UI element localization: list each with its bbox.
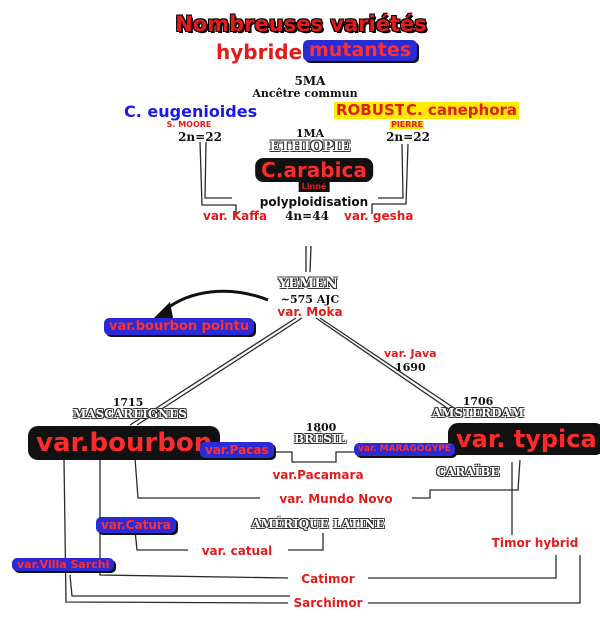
caraibe-label: CARAÏBE [436,465,500,479]
eugenioides-ploidy: 2n=22 [178,130,222,144]
yemen-label: YEMEN [278,276,338,292]
var-mundo-novo: var. Mundo Novo [279,492,393,506]
var-typica: var. typica [448,423,600,455]
arabica-ploidy: 4n=44 [285,209,329,223]
title-hybrides: hybrides [216,40,315,64]
eugenioides-name: C. eugenioides [124,102,258,121]
amerique-latine-label: AMÉRIQUE LATINE [251,517,385,531]
yemen-date: ~575 AJC [280,293,340,306]
mascareignes-label: MASCAREIGNES [73,407,187,421]
robusta-label: ROBUSTA [334,101,418,119]
title-line1: Nombreuses variétés [175,12,427,36]
canephora-ploidy: 2n=22 [386,130,430,144]
var-pacamara: var.Pacamara [272,468,364,482]
var-java: var. Java [384,347,437,360]
amsterdam-year: 1706 [462,395,494,408]
amsterdam-label: AMSTERDAM [431,406,525,420]
java-year: 1690 [395,361,426,374]
var-moka: var. Moka [277,305,343,319]
var-catual: var. catual [201,544,273,558]
title-mutantes: mutantes [303,40,418,61]
polyploidisation-label: polyploidisation [259,195,369,209]
eugenioides-author: S. MOORE [166,120,212,129]
var-bourbon-pointu: var.bourbon pointu [104,318,255,335]
var-villa-sarchi: var.Villa Sarchi [12,558,115,571]
catimor-label: Catimor [301,572,355,586]
ancestor-label: Ancêtre commun [252,87,358,100]
var-catura: var.Catura [96,517,176,533]
sarchimor-label: Sarchimor [293,596,363,610]
ethiopie-label: ETHIOPIE [269,139,351,155]
bresil-year: 1800 [305,421,337,434]
canephora-author: PIERRE [389,120,425,129]
ancestor-age: 5MA [294,74,326,88]
var-pacas: var.Pacas [200,442,274,458]
mascareignes-year: 1715 [112,396,144,409]
arabica-name: C.arabica [255,158,373,182]
canephora-name: C. canephora [404,101,520,119]
bresil-label: BRÉSIL [294,432,346,446]
var-gesha: var. gesha [344,209,414,223]
var-kaffa: var. Kaffa [203,209,268,223]
arabica-author: Linné [298,182,330,192]
var-maragogype: var. MARAGOGYPE [354,443,455,456]
var-bourbon: var.bourbon [28,426,221,460]
timor-hybrid: Timor hybrid [491,536,579,550]
arabica-age: 1MA [295,127,325,140]
